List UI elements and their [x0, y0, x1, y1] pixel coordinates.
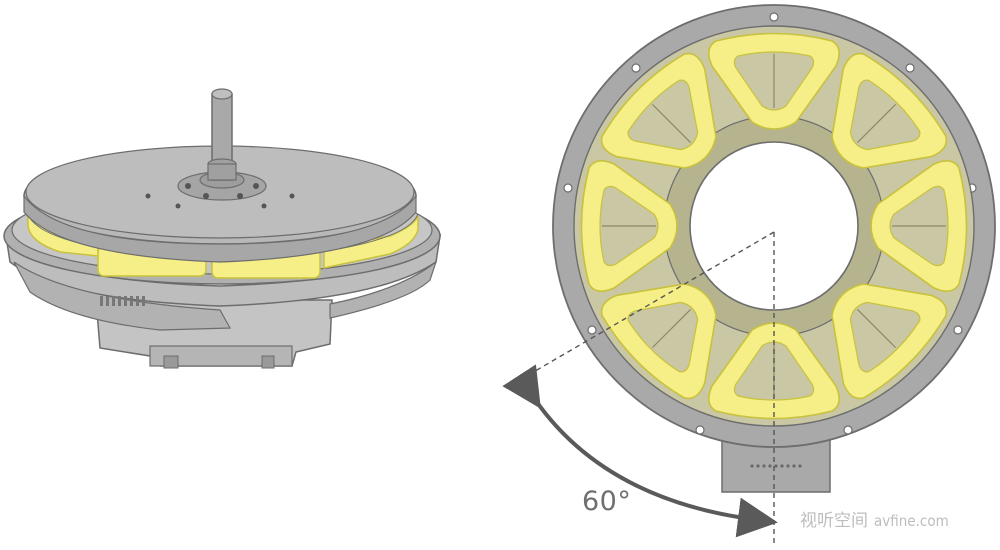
coil: [708, 32, 840, 130]
coil: [831, 283, 948, 400]
watermark: 视听空间 avfine.com: [800, 506, 949, 531]
motor-front-view: [552, 4, 996, 493]
coil: [580, 160, 678, 292]
coil: [600, 52, 717, 169]
angle-indicator: [502, 231, 778, 546]
watermark-url: avfine.com: [874, 512, 949, 530]
angle-label: 60°: [582, 486, 632, 517]
angle-arrow-icon: [502, 364, 778, 538]
coil: [870, 160, 968, 292]
motor-side-view: [3, 88, 442, 369]
watermark-cn: 视听空间: [800, 511, 868, 531]
coil: [831, 52, 948, 169]
